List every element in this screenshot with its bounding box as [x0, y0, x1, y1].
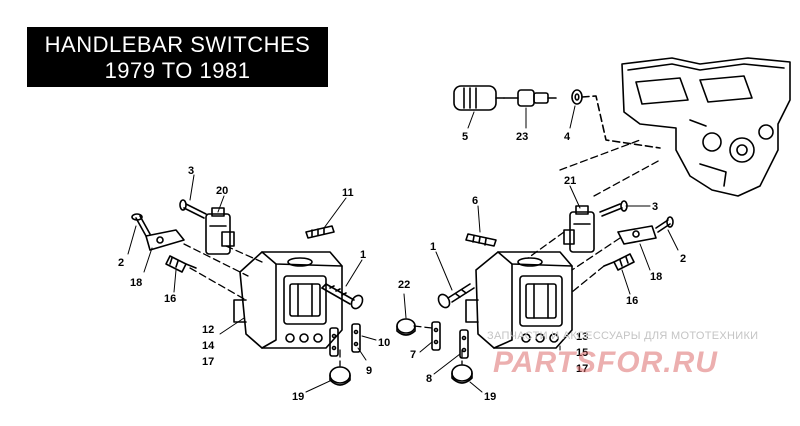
clip-18-left: [145, 229, 185, 251]
callout-14: 14: [202, 340, 215, 352]
contact-9: [329, 327, 339, 357]
callout-15: 15: [576, 347, 588, 359]
callout-19-right: 19: [484, 391, 496, 403]
callout-5: 5: [462, 131, 468, 143]
callout-4: 4: [564, 131, 571, 143]
title-box: HANDLEBAR SWITCHES 1979 TO 1981: [27, 27, 328, 87]
callout-20: 20: [216, 185, 228, 197]
screw-3-left: [179, 199, 207, 219]
callout-13: 13: [576, 331, 588, 343]
plug-16-right: [603, 253, 635, 271]
callout-7: 7: [410, 349, 416, 361]
title-line-1: HANDLEBAR SWITCHES: [44, 32, 311, 57]
callout-23: 23: [516, 131, 528, 143]
callout-8: 8: [426, 373, 432, 385]
callout-18-right: 18: [650, 271, 662, 283]
part-21-switch-right: [563, 205, 595, 253]
callout-12: 12: [202, 324, 214, 336]
part-4-washer: [571, 89, 583, 105]
plug-16-left: [165, 255, 197, 273]
callout-10: 10: [378, 337, 390, 349]
screw-3-right: [599, 200, 628, 217]
watermark: ЗАПЧАСТИ И АКСЕССУАРЫ ДЛЯ МОТОТЕХНИКИ PA…: [487, 330, 797, 380]
callout-16-left: 16: [164, 293, 176, 305]
callout-3-left: 3: [188, 165, 194, 177]
callout-17-left: 17: [202, 356, 214, 368]
part-5-bulb-socket: [453, 85, 505, 111]
callout-6: 6: [472, 195, 478, 207]
callout-17-right: 17: [576, 363, 588, 375]
screw-1-right: [437, 283, 475, 309]
right-switch-housing: [465, 251, 573, 349]
watermark-brand: PARTSFOR.RU: [493, 346, 718, 379]
contact-7: [431, 321, 441, 351]
left-switch-housing: [233, 251, 343, 349]
part-20-switch-left: [205, 207, 235, 255]
assembly-lines: [183, 139, 661, 367]
screw-2-left: [131, 213, 151, 237]
callout-11: 11: [342, 187, 354, 199]
callout-22: 22: [398, 279, 410, 291]
strip-11: [305, 225, 335, 239]
watermark-subtitle: ЗАПЧАСТИ И АКСЕССУАРЫ ДЛЯ МОТОТЕХНИКИ: [487, 330, 759, 342]
screw-1-left: [321, 283, 364, 310]
button-19-left: [329, 366, 351, 386]
callout-2-left: 2: [118, 257, 124, 269]
callout-16-right: 16: [626, 295, 638, 307]
callout-19-left: 19: [292, 391, 304, 403]
callout-1-left: 1: [360, 249, 366, 261]
contact-8: [459, 329, 469, 359]
button-22: [396, 318, 416, 336]
callout-2-right: 2: [680, 253, 686, 265]
handlebar-housing: [621, 57, 791, 197]
button-19-right: [451, 364, 473, 384]
callout-9: 9: [366, 365, 372, 377]
callout-18-left: 18: [130, 277, 142, 289]
screw-2-right: [655, 216, 674, 233]
callout-1-right: 1: [430, 241, 436, 253]
callout-21: 21: [564, 175, 576, 187]
clip-18-right: [617, 225, 657, 245]
part-23-switch-plunger: [503, 89, 557, 107]
title-line-2: 1979 TO 1981: [104, 58, 251, 83]
strip-6: [465, 233, 497, 247]
leader-top: [581, 95, 661, 149]
callout-3-right: 3: [652, 201, 658, 213]
leader-lines: [127, 105, 679, 393]
contact-10: [351, 323, 361, 353]
